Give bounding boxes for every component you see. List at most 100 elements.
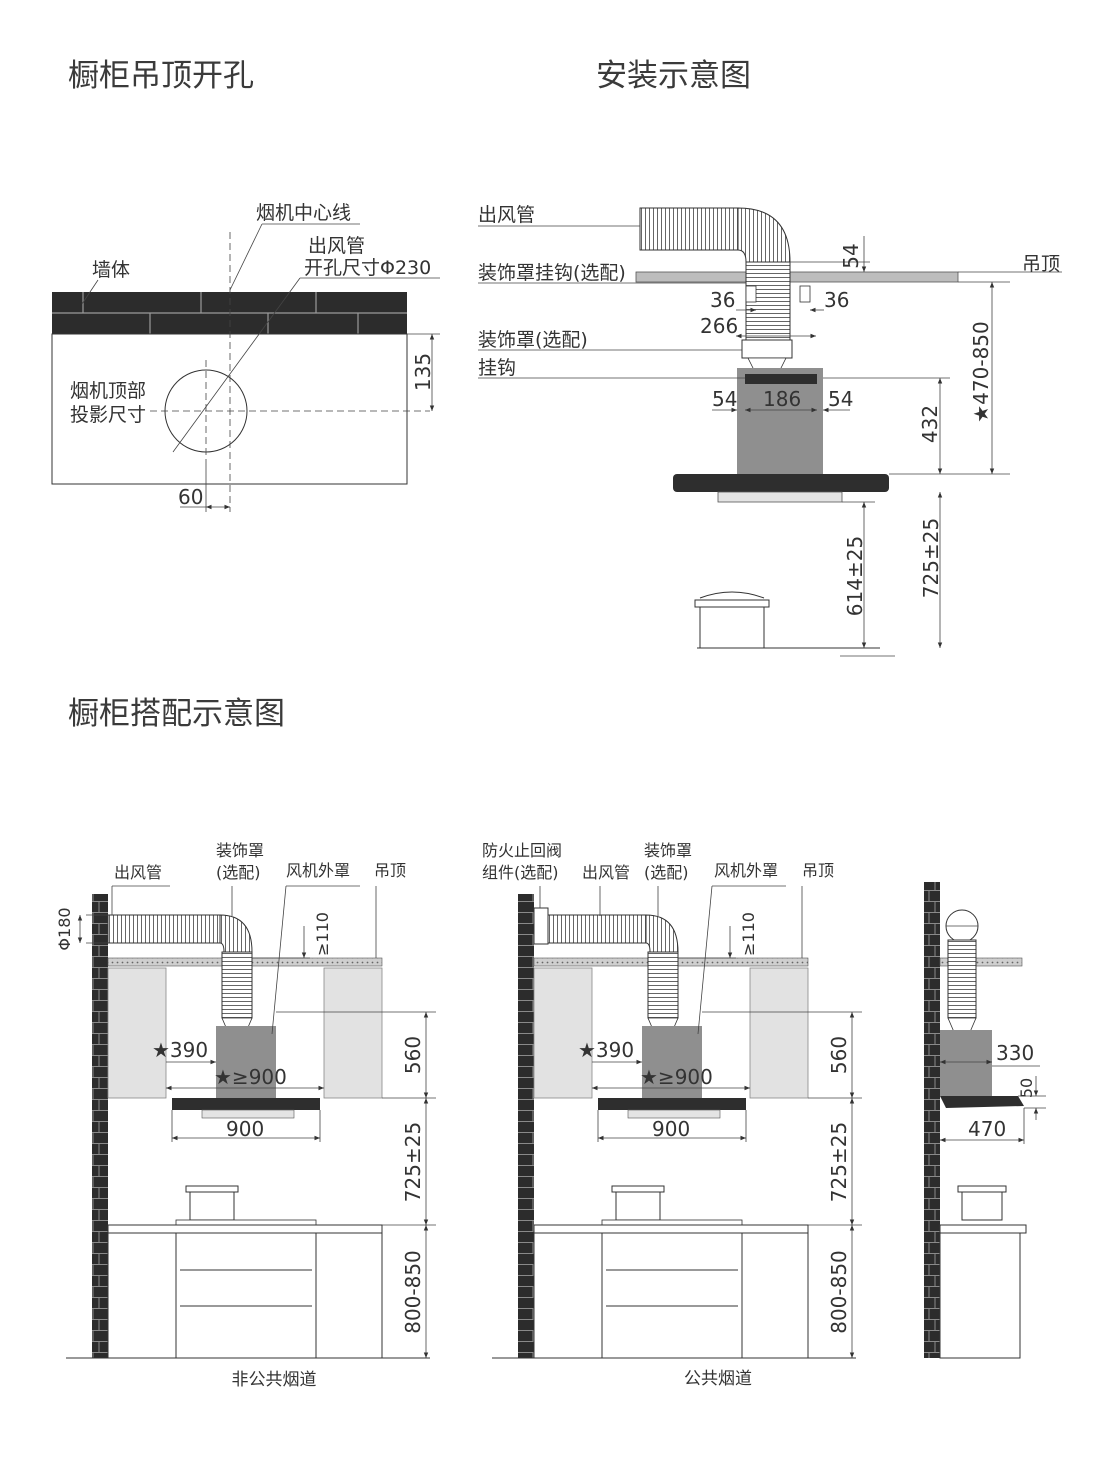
ceiling-left (635, 271, 752, 283)
label-fire-valve-1: 防火止回阀 (482, 841, 562, 860)
label-hanger: 挂钩 (478, 357, 516, 379)
label-projection-1: 烟机顶部 (70, 380, 146, 402)
dim-560: 560 (401, 1036, 425, 1074)
brick-wall (924, 882, 940, 1358)
countertop (107, 1224, 383, 1234)
dim-470-850: ★470-850 (969, 321, 993, 423)
duct-vertical (221, 951, 253, 1019)
label-duct: 出风管 (308, 235, 365, 257)
countertop (939, 1224, 1027, 1234)
pot (615, 1189, 661, 1221)
base-cabinet (107, 1232, 383, 1359)
wall-cabinet-right (749, 967, 809, 1099)
countertop (533, 1224, 809, 1234)
dim-54-top: 54 (839, 243, 863, 268)
hook-right (799, 285, 811, 303)
dim-60: 60 (178, 485, 203, 509)
label-ceiling: 吊顶 (374, 861, 406, 880)
dim-135: 135 (411, 353, 435, 391)
dim-ge110: ≥110 (313, 912, 332, 956)
hood-body (940, 1030, 992, 1096)
dim-s900: ★≥900 (214, 1065, 287, 1089)
dim-54-right: 54 (828, 387, 853, 411)
label-fan: 风机外罩 (714, 861, 778, 880)
cutout-diagram: 烟机中心线 出风管 开孔尺寸Φ230 墙体 烟机顶部 投影尺寸 135 60 (51, 202, 440, 512)
label-hook: 装饰罩挂钩(选配) (478, 262, 626, 284)
cabinet-top-outline (51, 333, 408, 485)
label-duct: 出风管 (114, 863, 162, 882)
hook-left (745, 285, 757, 303)
label-cover-1: 装饰罩 (216, 841, 264, 860)
label-cover-2: (选配) (216, 863, 261, 882)
dim-470: 470 (968, 1117, 1006, 1141)
dim-560: 560 (827, 1036, 851, 1074)
dim-36-left: 36 (710, 288, 735, 312)
install-diagram: 出风管 装饰罩挂钩(选配) 吊顶 装饰罩(选配) 挂钩 54 36 36 266… (478, 204, 1062, 657)
label-cover-2: (选配) (644, 863, 689, 882)
duct-vertical (647, 951, 679, 1019)
duct-vertical (947, 939, 977, 1019)
cabinet-diagram-2: 防火止回阀 组件(选配) 出风管 装饰罩 (选配) 风机外罩 吊顶 ≥110 ★… (482, 841, 862, 1389)
cover (741, 339, 793, 359)
dim-800-850: 800-850 (827, 1250, 851, 1334)
brick-wall (518, 894, 534, 1358)
label-fan: 风机外罩 (286, 861, 350, 880)
dim-36-right: 36 (824, 288, 849, 312)
title-install: 安装示意图 (596, 58, 751, 94)
dim-186: 186 (763, 387, 801, 411)
dim-s390: ★390 (152, 1038, 208, 1062)
brick-wall (92, 894, 108, 1358)
duct-horizontal (639, 207, 739, 251)
hood-plate (940, 1096, 1024, 1108)
hood-plate (598, 1098, 746, 1110)
wall-cabinet-left (533, 967, 593, 1099)
dim-614: 614±25 (843, 536, 867, 616)
duct-horizontal (107, 914, 221, 944)
dim-s900: ★≥900 (640, 1065, 713, 1089)
dim-725: 725±25 (827, 1122, 851, 1202)
label-duct: 出风管 (582, 863, 630, 882)
caption-non-public: 非公共烟道 (232, 1370, 317, 1390)
pot (961, 1189, 1003, 1221)
ceiling (939, 957, 1023, 967)
duct-horizontal (547, 914, 647, 944)
cabinet-diagram-1: 装饰罩 (选配) 出风管 风机外罩 吊顶 Φ180 ≥110 ★390 ★≥90… (55, 841, 436, 1390)
dim-ge110: ≥110 (739, 912, 758, 956)
fire-valve (533, 907, 549, 945)
dim-900: 900 (652, 1117, 690, 1141)
hood-plate (172, 1098, 320, 1110)
label-hole-size: 开孔尺寸Φ230 (304, 257, 431, 279)
dim-900: 900 (226, 1117, 264, 1141)
dim-50: 50 (1017, 1078, 1036, 1098)
side-view: 330 50 470 (924, 882, 1046, 1359)
dim-725: 725±25 (401, 1122, 425, 1202)
hood-plate (673, 474, 889, 492)
base-cabinet (939, 1232, 1021, 1359)
dim-266: 266 (700, 314, 738, 338)
dim-800-850: 800-850 (401, 1250, 425, 1334)
label-wall: 墙体 (92, 259, 130, 281)
title-cutout: 橱柜吊顶开孔 (68, 58, 254, 94)
label-ceiling: 吊顶 (1022, 253, 1060, 275)
duct-leader (172, 277, 301, 453)
hood-body (737, 368, 823, 474)
wall-cabinet-right (323, 967, 383, 1099)
dim-432: 432 (918, 405, 942, 443)
dim-330: 330 (996, 1041, 1034, 1065)
base-cabinet (533, 1232, 809, 1359)
dim-54-left: 54 (712, 387, 737, 411)
wall-cabinet-left (107, 967, 167, 1099)
pot (699, 603, 765, 649)
center-leader (229, 223, 263, 291)
dim-phi180: Φ180 (55, 907, 74, 950)
label-cover-1: 装饰罩 (644, 841, 692, 860)
hood-filter (717, 491, 843, 503)
label-cover: 装饰罩(选配) (478, 329, 588, 351)
caption-public: 公共烟道 (684, 1369, 752, 1389)
pot (189, 1189, 235, 1221)
duct-elbow (737, 207, 791, 263)
hanger-bracket (745, 374, 817, 384)
label-duct: 出风管 (478, 204, 535, 226)
